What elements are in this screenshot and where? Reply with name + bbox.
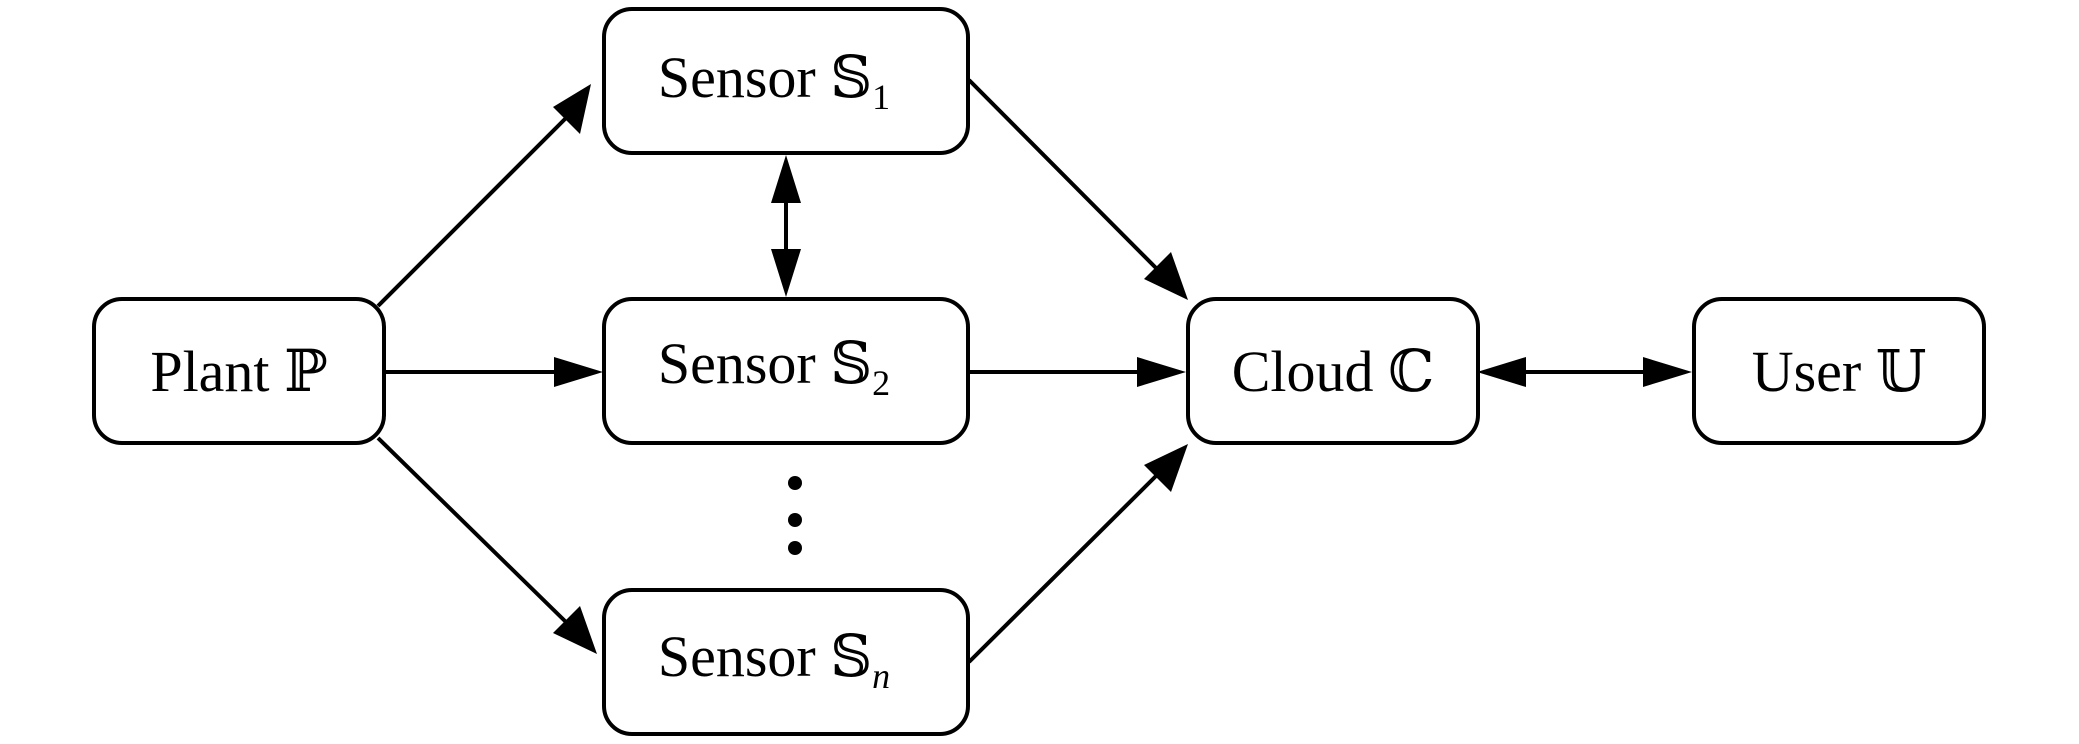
node-sensor-n: Sensor 𝕊n: [602, 588, 970, 736]
node-sensor-1: Sensor 𝕊1: [602, 7, 970, 155]
plant-symbol: ℙ: [284, 339, 328, 404]
svg-text:Plant ℙ: Plant ℙ: [150, 339, 327, 404]
edge-sensor-2-to-cloud: [969, 357, 1186, 387]
node-plant: Plant ℙ: [92, 297, 386, 445]
arrowhead-down-icon: [771, 249, 801, 297]
plant-name: Plant: [150, 339, 269, 404]
svg-text:Sensor 𝕊1: Sensor 𝕊1: [658, 45, 890, 117]
node-cloud: Cloud ℂ: [1186, 297, 1480, 445]
arrowhead-icon: [1137, 357, 1186, 387]
arrowhead-up-icon: [771, 155, 801, 203]
arrowhead-icon: [1144, 444, 1188, 492]
user-name: User: [1752, 339, 1862, 404]
sensor-2-symbol: 𝕊: [830, 331, 872, 396]
edge-cloud-user: [1477, 357, 1692, 387]
cloud-name: Cloud: [1232, 339, 1374, 404]
svg-text:Sensor 𝕊2: Sensor 𝕊2: [658, 331, 890, 403]
edge-plant-to-sensor-2: [384, 357, 603, 387]
arrowhead-icon: [553, 84, 591, 134]
edge-plant-to-sensor-1: [376, 84, 591, 308]
arrowhead-icon: [553, 606, 597, 654]
edge-plant-to-sensor-n: [376, 436, 597, 654]
svg-text:Sensor 𝕊n: Sensor 𝕊n: [658, 624, 890, 696]
sensor-1-subscript: 1: [872, 77, 890, 117]
arrowhead-icon: [554, 357, 603, 387]
sensor-1-name: Sensor: [658, 45, 816, 110]
ellipsis-vertical-dots: [788, 476, 802, 555]
arrowhead-right-icon: [1643, 357, 1692, 387]
sensor-n-name: Sensor: [658, 624, 816, 689]
node-user: User 𝕌: [1692, 297, 1986, 445]
sensor-1-symbol: 𝕊: [830, 45, 872, 110]
user-symbol: 𝕌: [1876, 339, 1927, 404]
edge-sensor-1-sensor-2: [771, 155, 801, 297]
edge-sensor-n-to-cloud: [967, 444, 1188, 664]
svg-text:User 𝕌: User 𝕌: [1752, 339, 1927, 404]
svg-text:Cloud ℂ: Cloud ℂ: [1232, 339, 1434, 404]
sensor-2-name: Sensor: [658, 331, 816, 396]
sensor-n-symbol: 𝕊: [830, 624, 872, 689]
sensor-2-subscript: 2: [872, 363, 890, 403]
node-sensor-2: Sensor 𝕊2: [602, 297, 970, 445]
arrowhead-icon: [1144, 252, 1188, 300]
edges: [376, 78, 1692, 664]
sensor-n-subscript: n: [872, 656, 890, 696]
edge-sensor-1-to-cloud: [967, 78, 1188, 300]
cloud-symbol: ℂ: [1388, 339, 1434, 404]
arrowhead-left-icon: [1477, 357, 1526, 387]
